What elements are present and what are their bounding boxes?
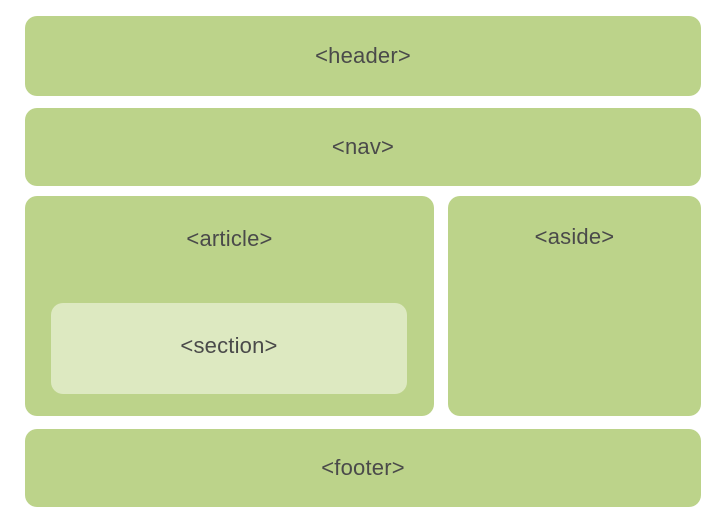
aside-block: <aside>: [448, 196, 701, 416]
article-block: <article> <section>: [25, 196, 434, 416]
header-label: <header>: [315, 43, 411, 68]
nav-block: <nav>: [25, 108, 701, 186]
footer-block: <footer>: [25, 429, 701, 507]
footer-label: <footer>: [321, 455, 405, 480]
header-block: <header>: [25, 16, 701, 96]
aside-label: <aside>: [534, 224, 615, 249]
section-block: <section>: [51, 303, 407, 394]
nav-label: <nav>: [331, 134, 395, 159]
section-label: <section>: [180, 333, 278, 358]
article-label: <article>: [186, 226, 273, 251]
